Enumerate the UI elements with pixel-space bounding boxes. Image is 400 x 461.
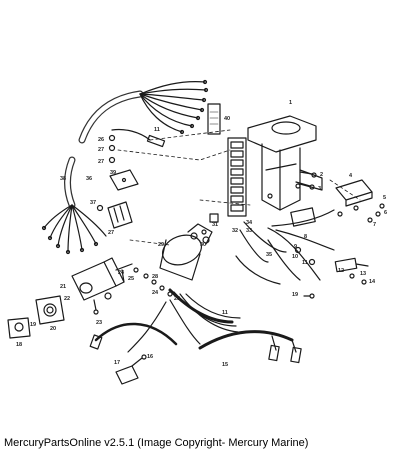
callout-label: 4 <box>349 173 353 179</box>
callout-label: 19 <box>30 322 36 328</box>
callout-label: 30 <box>200 242 206 248</box>
callout-label: 28 <box>174 296 180 302</box>
ground-cable <box>89 322 178 350</box>
mounting-panel <box>35 295 65 325</box>
clip-bracket <box>115 354 147 385</box>
connector-12 <box>334 257 369 273</box>
callout-label: 32 <box>232 228 238 234</box>
cover-plate <box>7 317 31 339</box>
callout-label: 34 <box>246 220 253 226</box>
callout-label: 14 <box>369 279 376 285</box>
callout-label: 11 <box>302 260 308 266</box>
callout-label: 35 <box>266 252 272 258</box>
callout-label: 11 <box>222 310 228 316</box>
exploded-parts-diagram: 1 2 3 4 5 6 7 8 9 10 11 11 11 12 13 14 1… <box>7 79 387 385</box>
callout-label: 19 <box>292 292 298 298</box>
fasteners-31-32 <box>201 213 219 235</box>
callout-label: 27 <box>98 159 104 165</box>
callout-label: 9 <box>294 244 297 250</box>
callout-label: 27 <box>108 230 114 236</box>
lower-wiring-harness <box>41 156 107 255</box>
callout-label: 8 <box>304 234 307 240</box>
callout-label: 39 <box>110 170 116 176</box>
small-parts-25-26-29 <box>133 267 173 297</box>
callout-label: 24 <box>152 290 159 296</box>
starter-solenoid <box>159 223 213 281</box>
callout-label: 38 <box>60 176 66 182</box>
fastener-set-27 <box>96 134 116 212</box>
callout-label: 25 <box>128 276 134 282</box>
toggle-switch <box>335 179 373 217</box>
wire-loom <box>127 288 241 353</box>
callout-label: 11 <box>154 127 160 133</box>
screws-2-3 <box>295 171 317 190</box>
callout-label: 6 <box>384 210 387 216</box>
callout-label: 13 <box>360 271 366 277</box>
image-caption: MercuryPartsOnline v2.5.1 (Image Copyrig… <box>4 437 309 449</box>
decal-card <box>207 103 221 135</box>
callout-label: 1 <box>289 100 292 106</box>
callout-label: 26 <box>98 137 104 143</box>
upper-wiring-harness <box>78 79 209 144</box>
callout-label: 12 <box>338 268 344 274</box>
cable-34-35 <box>235 221 287 285</box>
terminal-strip <box>227 137 247 217</box>
callout-label: 20 <box>50 326 56 332</box>
callout-label: 29 <box>158 242 164 248</box>
fasteners-13-14-15 <box>303 273 367 299</box>
callout-label: 10 <box>292 254 298 260</box>
callout-label: 31 <box>212 222 218 228</box>
callout-label: 17 <box>114 360 120 366</box>
callout-label: 18 <box>16 342 22 348</box>
right-wire-harness <box>239 209 335 281</box>
callout-label: 24 <box>118 270 125 276</box>
callout-label: 33 <box>246 228 252 234</box>
ignition-switch <box>71 257 133 301</box>
callout-label: 2 <box>320 172 323 178</box>
battery-cable <box>198 330 302 364</box>
terminal-block <box>107 201 133 229</box>
short-wire-lead <box>111 128 166 148</box>
callout-label: 16 <box>147 354 153 360</box>
callout-label: 21 <box>60 284 66 290</box>
callout-label: 22 <box>64 296 70 302</box>
screws-24 <box>93 269 125 315</box>
callout-label: 40 <box>224 116 230 122</box>
callout-label: 28 <box>152 274 158 280</box>
fasteners-5-6-7 <box>367 203 385 223</box>
callout-label: 5 <box>383 195 386 201</box>
callout-label: 37 <box>90 200 96 206</box>
callout-label: 15 <box>222 362 228 368</box>
callout-label: 23 <box>96 320 102 326</box>
callout-label: 3 <box>318 186 321 192</box>
callout-label: 27 <box>98 147 104 153</box>
callout-label: 36 <box>86 176 92 182</box>
mounting-bracket <box>109 169 139 191</box>
mounting-housing <box>247 115 323 227</box>
callout-label: 7 <box>373 222 376 228</box>
callout-labels: 1 2 3 4 5 6 7 8 9 10 11 11 11 12 13 14 1… <box>16 100 387 368</box>
